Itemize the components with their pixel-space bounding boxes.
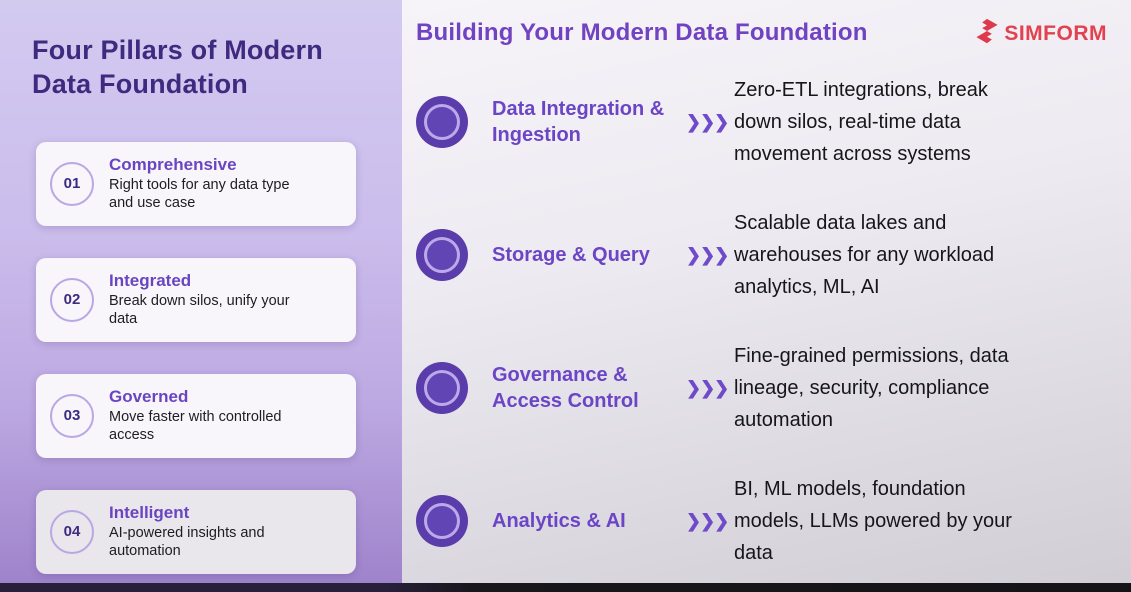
- triple-chevron-icon: ❯❯❯: [686, 244, 729, 265]
- pillar-card-description: Move faster with controlled access: [109, 409, 282, 443]
- pillar-card-description: Break down silos, unify your data: [109, 293, 290, 327]
- circle-ring-icon-inner: [424, 503, 460, 539]
- feature-row-data-integration: Data Integration & Ingestion ❯❯❯ Zero-ET…: [416, 63, 1113, 181]
- circle-ring-icon-inner: [424, 370, 460, 406]
- feature-description: Fine-grained permissions, data lineage, …: [734, 345, 1009, 431]
- triple-chevron-icon: ❯❯❯: [686, 377, 729, 398]
- pillar-card-title: Integrated: [109, 270, 192, 290]
- pillar-card-description: Right tools for any data type and use ca…: [109, 177, 290, 211]
- triple-chevron-icon: ❯❯❯: [686, 510, 729, 531]
- circle-ring-icon: [416, 495, 468, 547]
- feature-title: Storage & Query: [492, 244, 650, 266]
- pillar-number-badge: 02: [50, 277, 94, 322]
- feature-description: Scalable data lakes and warehouses for a…: [734, 212, 995, 298]
- simform-wordmark: SIMFORM: [1004, 21, 1107, 45]
- pillar-number-badge: 01: [50, 161, 94, 206]
- circle-ring-icon-inner: [424, 104, 460, 140]
- feature-title: Data Integration & Ingestion: [492, 98, 665, 146]
- circle-ring-icon: [416, 96, 468, 148]
- pillar-card-integrated: 02 Integrated Break down silos, unify yo…: [36, 257, 356, 342]
- simform-logomark-icon: [974, 18, 1000, 49]
- data-foundation-panel: Building Your Modern Data Foundation SIM…: [402, 0, 1131, 592]
- main-header: Building Your Modern Data Foundation SIM…: [416, 16, 1113, 49]
- pillar-card-text: Comprehensive Right tools for any data t…: [109, 155, 314, 213]
- feature-row-list: Data Integration & Ingestion ❯❯❯ Zero-ET…: [416, 63, 1113, 580]
- pillar-card-comprehensive: 01 Comprehensive Right tools for any dat…: [36, 141, 356, 226]
- feature-title: Governance & Access Control: [492, 364, 639, 412]
- circle-ring-icon: [416, 229, 468, 281]
- triple-chevron-icon: ❯❯❯: [686, 111, 729, 132]
- main-title: Building Your Modern Data Foundation: [416, 19, 868, 46]
- pillar-card-text: Integrated Break down silos, unify your …: [109, 271, 314, 329]
- circle-ring-icon: [416, 362, 468, 414]
- feature-description: BI, ML models, foundation models, LLMs p…: [734, 478, 1012, 564]
- pillar-card-governed: 03 Governed Move faster with controlled …: [36, 373, 356, 458]
- feature-row-governance: Governance & Access Control ❯❯❯ Fine-gra…: [416, 329, 1113, 447]
- pillar-card-intelligent: 04 Intelligent AI-powered insights and a…: [36, 489, 356, 574]
- pillar-card-description: AI-powered insights and automation: [109, 525, 265, 559]
- pillar-number-badge: 03: [50, 393, 94, 438]
- pillar-number-badge: 04: [50, 509, 94, 554]
- sidebar-title: Four Pillars of Modern Data Foundation: [32, 35, 323, 99]
- pillar-card-text: Governed Move faster with controlled acc…: [109, 387, 314, 445]
- feature-row-storage-query: Storage & Query ❯❯❯ Scalable data lakes …: [416, 196, 1113, 314]
- pillar-card-title: Governed: [109, 386, 189, 406]
- four-pillars-sidebar: Four Pillars of Modern Data Foundation 0…: [0, 0, 402, 592]
- pillar-card-title: Intelligent: [109, 502, 190, 522]
- simform-logo: SIMFORM: [974, 16, 1113, 49]
- pillar-card-list: 01 Comprehensive Right tools for any dat…: [32, 141, 402, 574]
- circle-ring-icon-inner: [424, 237, 460, 273]
- feature-title: Analytics & AI: [492, 510, 626, 532]
- feature-description: Zero-ETL integrations, break down silos,…: [734, 79, 988, 165]
- video-letterbox-bar: [0, 583, 1131, 592]
- feature-row-analytics-ai: Analytics & AI ❯❯❯ BI, ML models, founda…: [416, 462, 1113, 580]
- pillar-card-title: Comprehensive: [109, 154, 237, 174]
- pillar-card-text: Intelligent AI-powered insights and auto…: [109, 503, 314, 561]
